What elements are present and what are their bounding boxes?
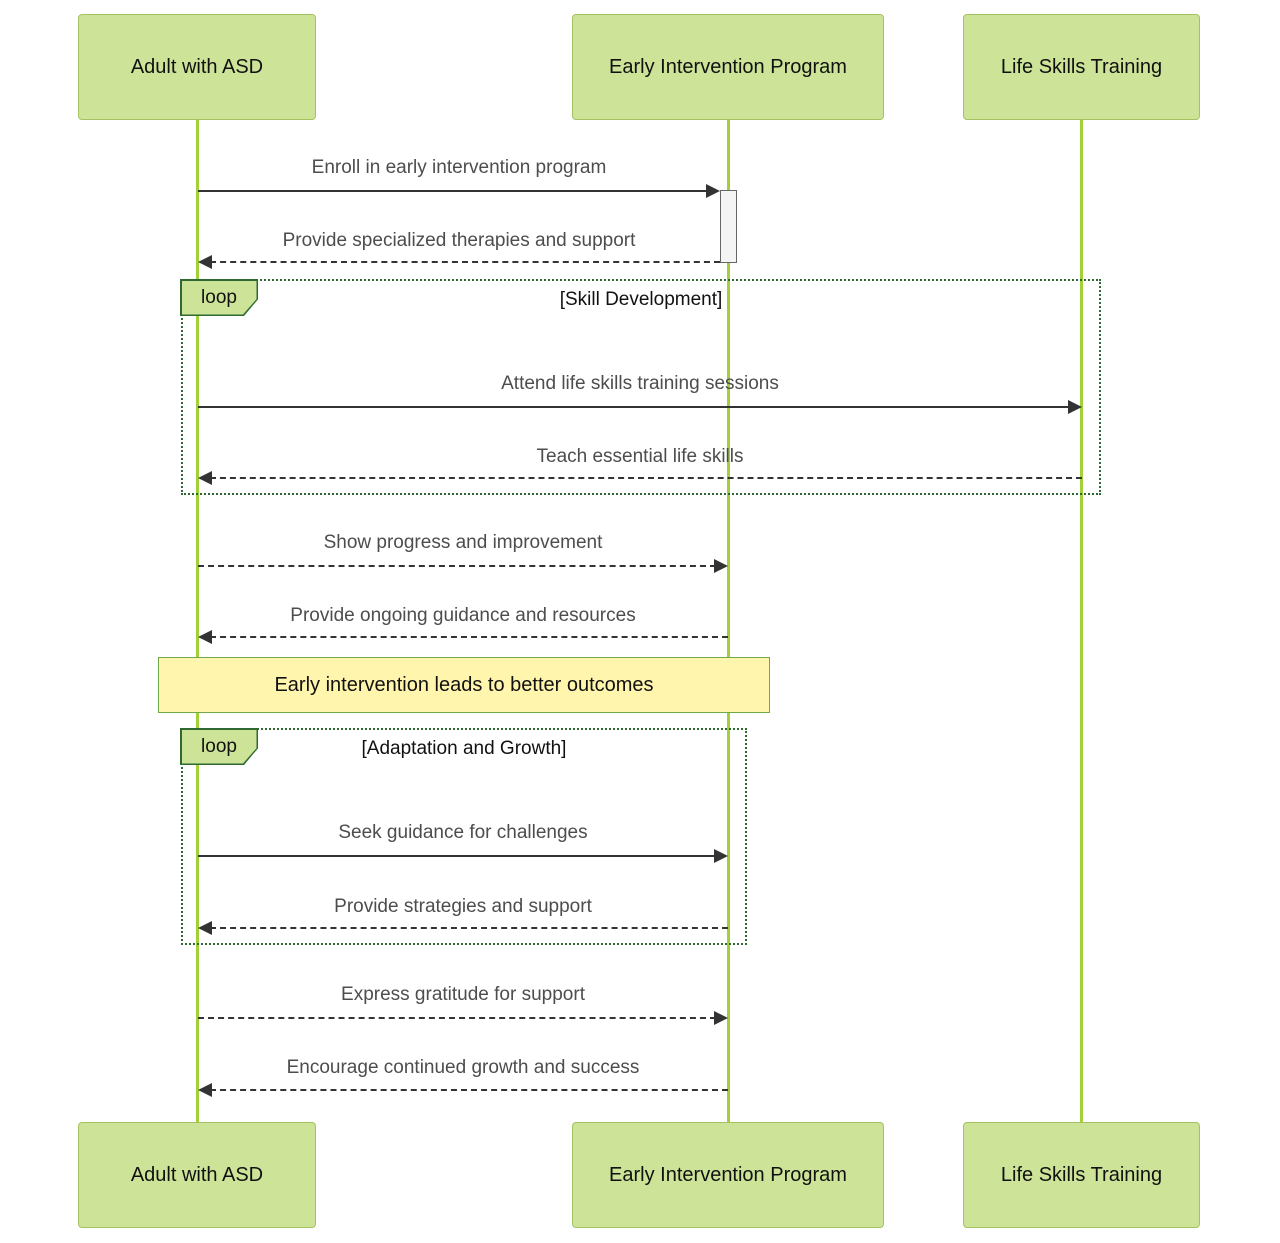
actor-bottom-adult-with-asd: Adult with ASD — [78, 1122, 316, 1228]
message-6-text: Provide ongoing guidance and resources — [290, 605, 636, 626]
message-3-text: Attend life skills training sessions — [501, 373, 779, 394]
message-5-text: Show progress and improvement — [323, 532, 603, 553]
loop-label-text: loop — [181, 729, 257, 764]
message-1-arrowhead — [706, 184, 720, 198]
loop-label: loop — [180, 728, 258, 765]
message-8-line — [210, 927, 728, 929]
lifeline-life-skills-training — [1080, 120, 1083, 1122]
message-4-line — [210, 477, 1082, 479]
message-5-arrowhead — [714, 559, 728, 573]
loop-box-adaptation-and-growth — [181, 728, 747, 945]
message-8-arrowhead — [198, 921, 212, 935]
message-3-arrowhead — [1068, 400, 1082, 414]
loop-box-skill-development — [181, 279, 1101, 495]
actor-label: Early Intervention Program — [609, 55, 847, 78]
message-7-text: Seek guidance for challenges — [338, 822, 588, 843]
loop-label-text: loop — [181, 280, 257, 315]
message-9-arrowhead — [714, 1011, 728, 1025]
note-box: Early intervention leads to better outco… — [158, 657, 770, 713]
lifeline-adult-with-asd — [196, 120, 199, 1122]
message-7-line — [198, 855, 716, 857]
actor-bottom-life-skills-training: Life Skills Training — [963, 1122, 1200, 1228]
loop-title: [Adaptation and Growth] — [361, 738, 567, 759]
message-3-line — [198, 406, 1070, 408]
note-text: Early intervention leads to better outco… — [274, 673, 654, 696]
message-10-text: Encourage continued growth and success — [286, 1057, 640, 1078]
message-9-text: Express gratitude for support — [341, 984, 585, 1005]
loop-label: loop — [180, 279, 258, 316]
lifeline-early-intervention-program — [727, 120, 730, 1122]
message-5-line — [198, 565, 716, 567]
message-4-arrowhead — [198, 471, 212, 485]
actor-label: Adult with ASD — [130, 55, 264, 78]
message-8-text: Provide strategies and support — [334, 896, 592, 917]
activation-bar-early-intervention — [720, 190, 737, 263]
message-1-text: Enroll in early intervention program — [311, 157, 607, 178]
actor-bottom-early-intervention-program: Early Intervention Program — [572, 1122, 884, 1228]
actor-top-life-skills-training: Life Skills Training — [963, 14, 1200, 120]
message-4-text: Teach essential life skills — [536, 446, 744, 467]
message-2-line — [210, 261, 720, 263]
actor-label: Early Intervention Program — [609, 1163, 847, 1186]
message-2-text: Provide specialized therapies and suppor… — [282, 230, 636, 251]
actor-label: Life Skills Training — [1000, 55, 1163, 78]
message-6-line — [210, 636, 728, 638]
message-9-line — [198, 1017, 716, 1019]
actor-top-adult-with-asd: Adult with ASD — [78, 14, 316, 120]
message-2-arrowhead — [198, 255, 212, 269]
message-6-arrowhead — [198, 630, 212, 644]
message-1-line — [198, 190, 708, 192]
loop-title: [Skill Development] — [559, 289, 723, 310]
actor-label: Life Skills Training — [1000, 1163, 1163, 1186]
actor-top-early-intervention-program: Early Intervention Program — [572, 14, 884, 120]
message-10-line — [210, 1089, 728, 1091]
message-10-arrowhead — [198, 1083, 212, 1097]
message-7-arrowhead — [714, 849, 728, 863]
actor-label: Adult with ASD — [130, 1163, 264, 1186]
